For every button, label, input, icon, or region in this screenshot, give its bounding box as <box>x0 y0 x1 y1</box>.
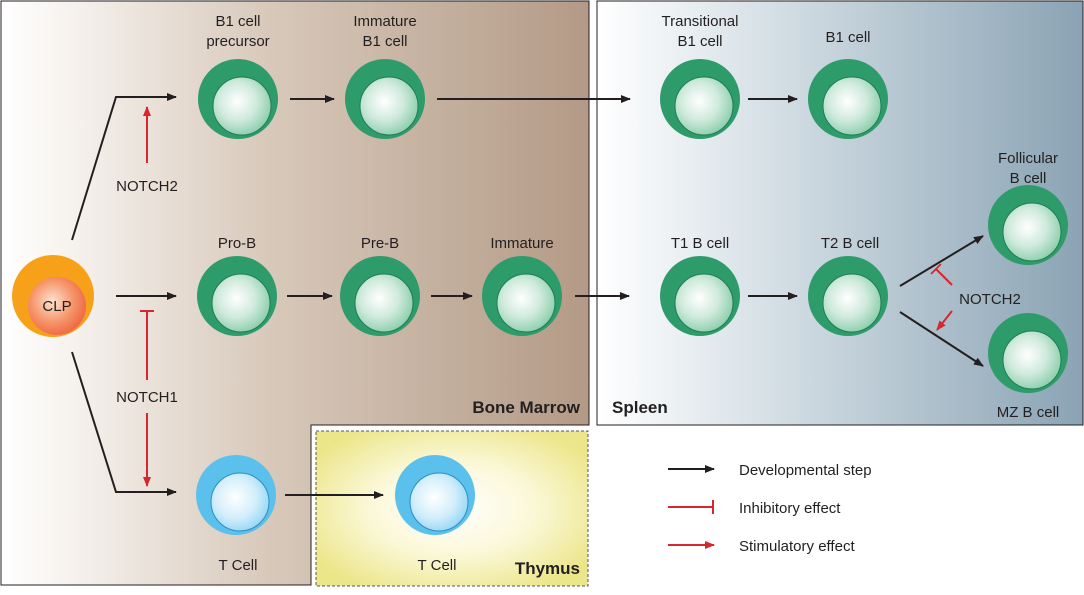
t-cell-thymus-label: T Cell <box>418 557 457 574</box>
notch1-label: NOTCH1 <box>116 389 178 406</box>
t2-b-cell-label: T2 B cell <box>821 235 879 252</box>
legend: Developmental step Inhibitory effect Sti… <box>668 462 872 555</box>
arrow-t2-to-mz <box>899 311 984 367</box>
legend-developmental-label: Developmental step <box>739 462 872 479</box>
follicular-b-cell <box>988 185 1068 265</box>
follicular-label-line1: Follicular <box>998 150 1058 167</box>
t-cell-bone-marrow <box>196 455 276 535</box>
notch2-spleen-label: NOTCH2 <box>959 291 1021 308</box>
spleen-label: Spleen <box>612 398 668 417</box>
pro-b-cell <box>197 256 277 336</box>
thymus-label: Thymus <box>515 559 580 578</box>
clp-label: CLP <box>42 298 71 315</box>
legend-stimulatory-label: Stimulatory effect <box>739 538 855 555</box>
t2-b-cell <box>808 256 888 336</box>
mz-b-cell-label: MZ B cell <box>997 404 1060 421</box>
t-cell-thymus <box>395 455 475 535</box>
transitional-b1-label-line2: B1 cell <box>677 33 722 50</box>
arrow-clp-to-b1-precursor <box>71 93 177 241</box>
regulatory-arrows <box>140 106 953 487</box>
t1-b-cell-label: T1 B cell <box>671 235 729 252</box>
immature-label: Immature <box>490 235 553 252</box>
bone-marrow-label: Bone Marrow <box>472 398 580 417</box>
notch2-top-label: NOTCH2 <box>116 178 178 195</box>
notch2-stimulates-mz-arrow <box>936 310 953 331</box>
b1-cell <box>808 59 888 139</box>
immature-b1-cell <box>345 59 425 139</box>
notch2-inhibits-follicular-arrow <box>930 263 953 286</box>
mz-b-cell <box>988 313 1068 393</box>
immature-b1-label-line1: Immature <box>353 13 416 30</box>
b1-precursor-cell <box>198 59 278 139</box>
immature-cell <box>482 256 562 336</box>
immature-b1-label-line2: B1 cell <box>362 33 407 50</box>
pre-b-label: Pre-B <box>361 235 399 252</box>
follicular-label-line2: B cell <box>1010 170 1047 187</box>
b1-precursor-label-line1: B1 cell <box>215 13 260 30</box>
arrow-t2-to-follicular <box>899 235 984 287</box>
transitional-b1-cell <box>660 59 740 139</box>
clp-cell: CLP <box>12 255 94 337</box>
t1-b-cell <box>660 256 740 336</box>
b1-precursor-label-line2: precursor <box>206 33 269 50</box>
t-cell-marrow-label: T Cell <box>219 557 258 574</box>
arrow-clp-to-t-cell <box>71 351 177 496</box>
developmental-arrows <box>71 93 984 499</box>
pro-b-label: Pro-B <box>218 235 256 252</box>
legend-inhibitory-label: Inhibitory effect <box>739 500 841 517</box>
pre-b-cell <box>340 256 420 336</box>
b1-cell-label: B1 cell <box>825 29 870 46</box>
transitional-b1-label-line1: Transitional <box>662 13 739 30</box>
